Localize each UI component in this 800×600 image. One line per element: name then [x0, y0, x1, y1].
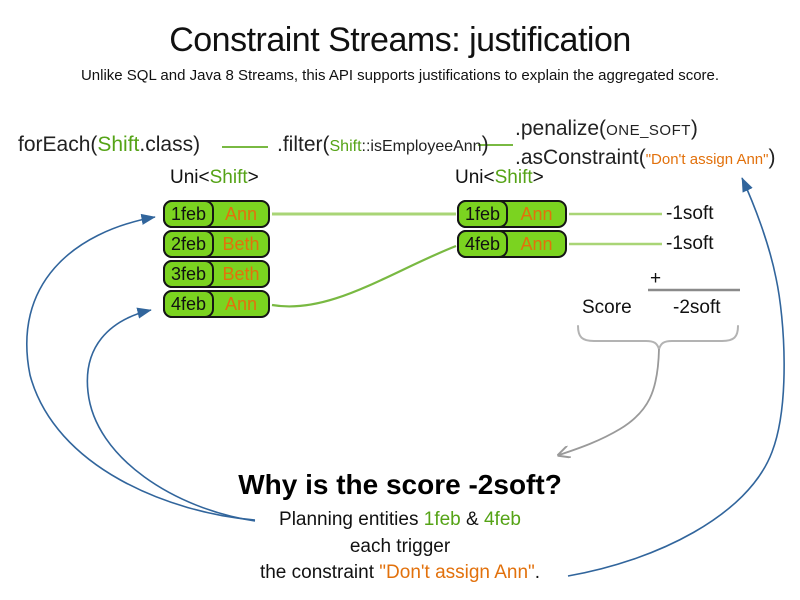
line1-conjunction: & [460, 509, 484, 530]
shift-entity-row: 1feb Ann [457, 200, 567, 228]
line3-prefix: the constraint [259, 562, 380, 583]
line1-prefix: Planning entities [279, 509, 424, 530]
line3-constraint: "Don't assign Ann" [379, 562, 535, 583]
shift-employee: Ann [225, 203, 258, 224]
shift-entity-row: 4feb Ann [457, 230, 567, 258]
shift-entity-row: 4feb Ann [163, 290, 270, 318]
score-label: Score [582, 297, 632, 318]
penalty-label-1: -1soft [666, 203, 714, 224]
explanation-line-2: each trigger [349, 536, 451, 557]
shift-entity-row: 3feb Beth [163, 260, 270, 288]
shift-date-chip: 3feb [163, 260, 215, 288]
penalize-arg: ONE_SOFT [606, 122, 691, 139]
explanation-line-3: the constraint "Don't assign Ann". [0, 562, 800, 584]
filter-suffix: ) [481, 133, 489, 156]
shift-date-chip: 1feb [163, 200, 215, 228]
foreach-prefix: forEach( [18, 133, 98, 156]
code-penalize: .penalize(ONE_SOFT) [515, 115, 775, 144]
line1-entity2: 4feb [483, 509, 521, 530]
gray-arrow-to-why [559, 348, 660, 455]
plus-sign: + [650, 268, 662, 289]
blue-arrow-to-4feb [86, 307, 256, 522]
score-brace [577, 325, 739, 353]
page-subtitle: Unlike SQL and Java 8 Streams, this API … [80, 67, 720, 84]
left-uni-type: Shift [209, 167, 248, 188]
foreach-class: Shift [97, 133, 140, 156]
explanation-heading: Why is the score -2soft? [238, 469, 562, 500]
filter-prefix: .filter( [277, 133, 330, 156]
filter-class: Shift [329, 138, 362, 155]
right-stream-label: Uni<Shift> [455, 167, 544, 189]
code-asconstraint: .asConstraint("Don't assign Ann") [515, 144, 775, 173]
asconstraint-prefix: .asConstraint( [515, 146, 646, 169]
blue-arrow-to-1feb [25, 213, 256, 521]
filter-method: ::isEmployeeAnn [361, 138, 482, 155]
penalty-label-2: -1soft [666, 233, 714, 254]
foreach-suffix: .class) [139, 133, 201, 156]
shift-date-chip: 1feb [457, 200, 509, 228]
left-uni-suffix: > [247, 167, 259, 188]
asconstraint-arg: "Don't assign Ann" [645, 151, 769, 168]
shift-date-chip: 4feb [163, 290, 215, 318]
right-uni-prefix: Uni< [455, 167, 495, 188]
code-penalize-block: .penalize(ONE_SOFT) .asConstraint("Don't… [515, 115, 775, 173]
left-stream-label: Uni<Shift> [170, 167, 259, 189]
right-uni-type: Shift [494, 167, 533, 188]
line3-suffix: . [534, 562, 541, 583]
right-uni-suffix: > [532, 167, 544, 188]
code-filter: .filter(Shift::isEmployeeAnn) [277, 133, 489, 157]
blue-arrow-to-constraint [567, 177, 785, 577]
penalize-suffix: ) [690, 117, 698, 140]
code-foreach: forEach(Shift.class) [18, 133, 200, 157]
stream-link-4feb [271, 244, 457, 308]
shift-employee: Beth [222, 233, 260, 254]
shift-entity-row: 1feb Ann [163, 200, 270, 228]
shift-date-chip: 2feb [163, 230, 215, 258]
page-title: Constraint Streams: justification [169, 21, 631, 59]
shift-entity-row: 2feb Beth [163, 230, 270, 258]
left-uni-prefix: Uni< [170, 167, 210, 188]
shift-employee: Beth [222, 263, 260, 284]
shift-date-chip: 4feb [457, 230, 509, 258]
shift-employee: Ann [520, 203, 553, 224]
explanation-line-1: Planning entities 1feb & 4feb [0, 509, 800, 531]
asconstraint-suffix: ) [768, 146, 776, 169]
shift-employee: Ann [520, 233, 553, 254]
penalize-prefix: .penalize( [515, 117, 607, 140]
shift-employee: Ann [225, 293, 258, 314]
score-total: -2soft [673, 297, 721, 318]
line1-entity1: 1feb [423, 509, 461, 530]
